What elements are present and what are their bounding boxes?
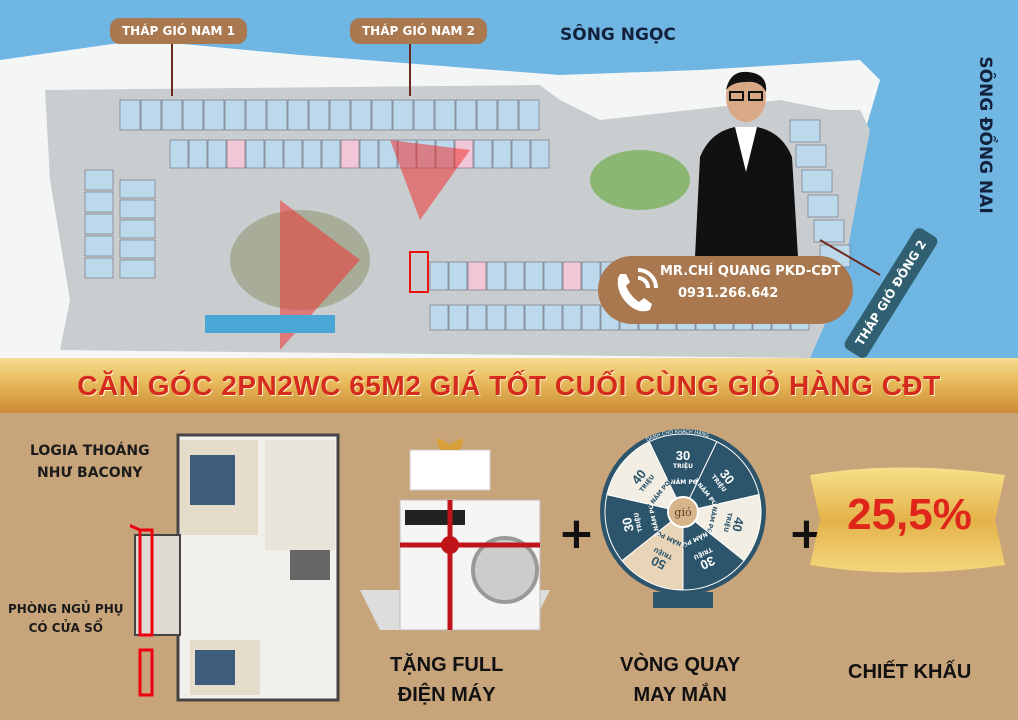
contact-bubble[interactable]: MR.CHÍ QUANG PKD-CĐT 0931.266.642 [598, 256, 853, 324]
wheel-caption-line2: MAY MẮN [633, 684, 727, 706]
wheel-slice [682, 441, 760, 513]
gift-caption-line1: TẶNG FULL [390, 654, 504, 676]
appliance-gift-image [360, 438, 550, 631]
wheel-slice [682, 510, 745, 591]
wheel-slice [621, 510, 684, 591]
gift-caption: TẶNG FULL ĐIỆN MÁY [390, 650, 503, 710]
wheel-slice-amount: 50 [649, 553, 669, 573]
wheel-stand [653, 592, 713, 608]
phone-icon [617, 268, 658, 312]
wheel-center-logo: gió [674, 506, 692, 519]
wheel-caption-line1: VÒNG QUAY [620, 654, 741, 676]
contact-name: MR.CHÍ QUANG PKD-CĐT [660, 264, 841, 279]
logia-label-line1: LOGIA THOÁNG [30, 443, 150, 459]
wheel-slice [604, 494, 685, 562]
wheel-slice-amount: 30 [619, 516, 637, 533]
site-map: THÁP GIÓ NAM 1 THÁP GIÓ NAM 2 SÔNG NGỌC … [0, 0, 1018, 358]
discount-ribbon [810, 467, 1005, 573]
wheel-slice [606, 441, 684, 513]
wheel-slice-unit: TRIỆU [673, 462, 693, 470]
room-label-line2: CÓ CỬA SỔ [28, 621, 103, 635]
headline-text: CĂN GÓC 2PN2WC 65M2 GIÁ TỐT CUỐI CÙNG GI… [77, 369, 941, 401]
headline-banner: CĂN GÓC 2PN2WC 65M2 GIÁ TỐT CUỐI CÙNG GI… [0, 358, 1018, 413]
wheel-slice-amount: 30 [698, 553, 718, 573]
river-east-label: SÔNG ĐỒNG NAI [975, 56, 995, 214]
wheel-center [667, 496, 699, 528]
room-label: PHÒNG NGỦ PHỤ CÓ CỬA SỔ [8, 600, 124, 638]
plus-sign-1: + [558, 508, 595, 559]
logia-label: LOGIA THOÁNG NHƯ BACONY [30, 440, 150, 484]
contact-phone[interactable]: 0931.266.642 [678, 286, 779, 301]
logia-label-line2: NHƯ BACONY [37, 465, 143, 481]
agent-photo [695, 71, 798, 257]
wheel-slice [681, 494, 762, 562]
wheel-slice-amount: 30 [676, 448, 690, 463]
tower-south-2-tag: THÁP GIÓ NAM 2 [350, 18, 487, 44]
wheel-caption: VÒNG QUAY MAY MẮN [620, 650, 740, 710]
gift-caption-line2: ĐIỆN MÁY [397, 684, 496, 706]
discount-value: 25,5% [847, 490, 972, 539]
wheel-slice [648, 433, 718, 514]
wheel-slice-years: 3 NĂM PQL [664, 479, 701, 486]
discount-caption: CHIẾT KHẤU [848, 661, 972, 683]
floor-plan [130, 433, 340, 702]
river-north-label: SÔNG NGỌC [560, 25, 676, 45]
room-label-line1: PHÒNG NGỦ PHỤ [8, 602, 124, 616]
wheel-slice-amount: 40 [729, 516, 747, 533]
site-plan-drawing [0, 40, 881, 358]
tower-south-1-tag: THÁP GIÓ NAM 1 [110, 18, 247, 44]
